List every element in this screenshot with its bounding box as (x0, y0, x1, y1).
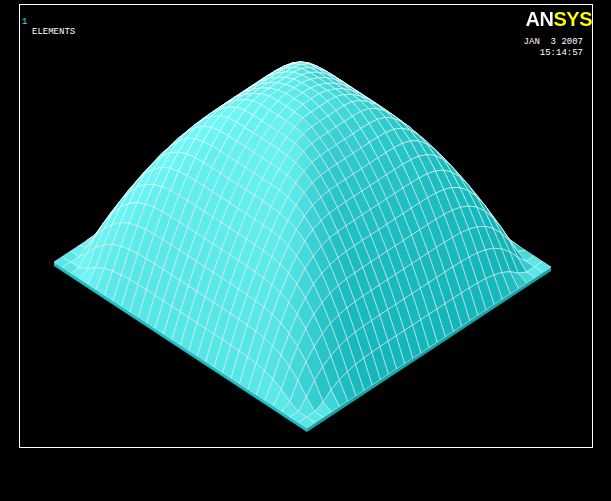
mesh-surface (54, 62, 551, 428)
mesh-element (299, 417, 316, 428)
plate-edge (54, 262, 307, 432)
plot-type: ELEMENTS (32, 28, 75, 37)
ansys-logo: ANSYS (526, 9, 592, 29)
plate-edge (307, 267, 551, 432)
date-stamp: JAN 3 2007 (524, 38, 583, 47)
window-number: 1 (22, 18, 27, 27)
window-frame (20, 5, 593, 448)
time-stamp: 15:14:57 (540, 49, 583, 58)
